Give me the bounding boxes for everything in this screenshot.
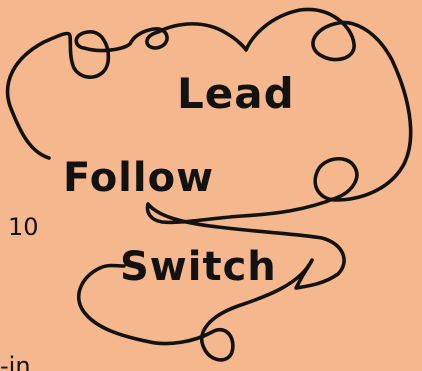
word-lead: Lead xyxy=(177,69,295,118)
page-number: 10 xyxy=(8,213,39,241)
word-follow: Follow xyxy=(63,155,215,201)
swirl-path xyxy=(5,7,413,362)
partial-text: -in xyxy=(0,352,31,371)
word-switch: Switch xyxy=(120,244,277,290)
